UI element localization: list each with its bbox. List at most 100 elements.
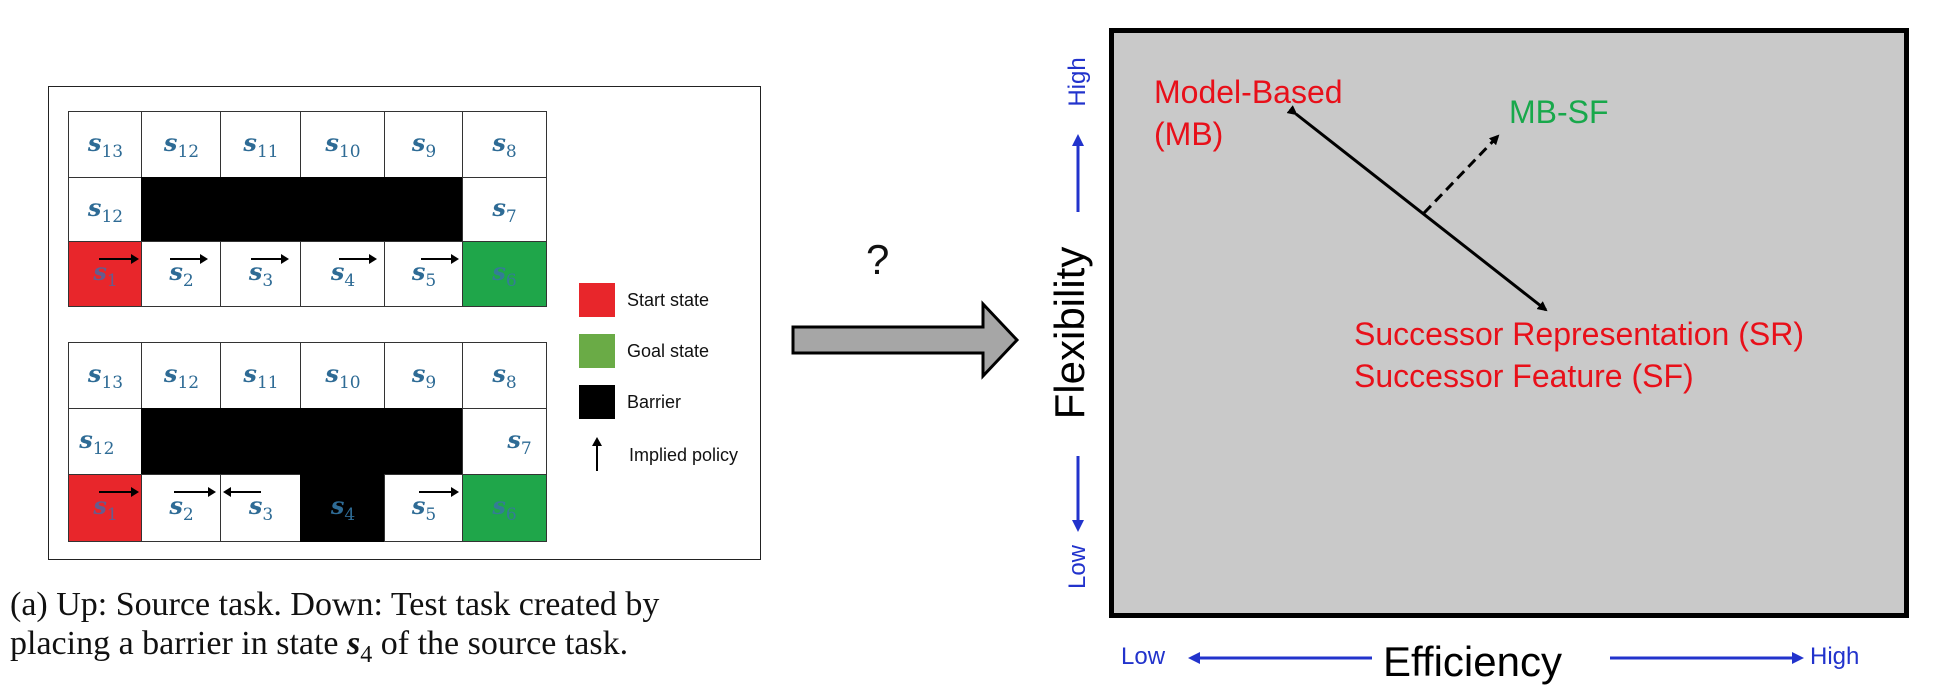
state-label: s6 xyxy=(492,257,517,291)
policy-arrow-right-icon xyxy=(251,254,290,265)
y-axis-title: Flexibility xyxy=(1046,246,1093,420)
grid-cell: s13 xyxy=(68,111,143,179)
state-label: s13 xyxy=(87,359,124,393)
state-label: s2 xyxy=(169,491,194,525)
legend-start: Start state xyxy=(579,283,709,317)
state-label: s9 xyxy=(411,128,437,162)
legend-label: Goal state xyxy=(627,340,710,361)
state-label: s4 xyxy=(330,491,356,525)
state-label: s12 xyxy=(163,359,200,393)
y-axis-low: Low xyxy=(1064,544,1091,590)
caption-line2: placing a barrier in state s4 of the sou… xyxy=(10,624,810,675)
model-based-label: Model-Based (MB) xyxy=(1154,71,1343,155)
successor-labels: Successor Representation (SR) Successor … xyxy=(1354,313,1804,397)
mbsf-dashed-arrow xyxy=(1422,134,1500,215)
legend-label: Start state xyxy=(627,289,710,310)
policy-arrow-right-icon xyxy=(421,254,460,265)
state-label: s1 xyxy=(93,491,118,525)
goal-swatch xyxy=(579,334,615,368)
state-label: s9 xyxy=(411,359,437,393)
state-label: s4 xyxy=(330,257,356,291)
barrier-cell xyxy=(141,408,222,476)
legend-label: Barrier xyxy=(627,391,682,412)
policy-arrow-right-icon xyxy=(99,254,140,265)
x-left-arrow-icon xyxy=(1188,652,1372,664)
x-right-arrow-icon xyxy=(1610,652,1804,664)
barrier-cell: s4 xyxy=(300,474,386,542)
sr-label: Successor Representation (SR) xyxy=(1354,316,1804,352)
mb-line1: Model-Based xyxy=(1154,74,1343,110)
legend-goal: Goal state xyxy=(579,334,709,368)
grid-cell: s13 xyxy=(68,342,143,410)
grid-cell: s5 xyxy=(384,241,464,307)
efficiency-flexibility-panel: Model-Based (MB) MB-SF Successor Represe… xyxy=(1109,28,1909,618)
start-cell: s1 xyxy=(68,474,143,542)
mbsf-label: MB-SF xyxy=(1509,94,1609,130)
policy-arrow-right-icon xyxy=(419,487,460,498)
barrier-cell xyxy=(220,177,302,243)
grid-cell: s12 xyxy=(68,177,143,243)
up-arrow-icon xyxy=(592,437,602,471)
state-label: s2 xyxy=(169,257,194,291)
barrier-cell xyxy=(384,408,464,476)
grid-cell: s7 xyxy=(462,177,547,243)
grid-cell: s10 xyxy=(300,111,386,179)
state-label: s11 xyxy=(243,359,279,393)
caption-symbol: s xyxy=(347,625,361,662)
policy-arrow-right-icon xyxy=(99,487,140,498)
state-label: s11 xyxy=(243,128,279,162)
policy-arrow-left-icon xyxy=(223,487,262,498)
x-axis-title: Efficiency xyxy=(1383,638,1562,685)
state-label: s12 xyxy=(87,193,124,227)
grid-cell: s12 xyxy=(141,111,222,179)
state-label: s8 xyxy=(492,359,517,393)
caption-line1: (a) Up: Source task. Down: Test task cre… xyxy=(10,586,660,623)
state-label: s6 xyxy=(492,491,517,525)
caption-text: of the source task. xyxy=(372,625,629,662)
state-label: s10 xyxy=(325,128,361,162)
state-label: s13 xyxy=(87,128,124,162)
grid-cell: s12 xyxy=(141,342,222,410)
question-mark: ? xyxy=(866,236,890,283)
quadrant-arrows xyxy=(1286,105,1548,312)
barrier-cell xyxy=(300,177,386,243)
start-cell: s1 xyxy=(68,241,143,307)
transition-arrow-icon xyxy=(791,300,1020,380)
policy-arrow-right-icon xyxy=(339,254,378,265)
grid-cell: s11 xyxy=(220,111,302,179)
mb-line2: (MB) xyxy=(1154,116,1224,152)
x-axis-low: Low xyxy=(1121,643,1166,670)
grid-cell: s3 xyxy=(220,241,302,307)
legend-label: Implied policy xyxy=(629,444,739,465)
source-task-grid: s13 s12 s11 s10 s9 s8 s12 s7 s1 s2 s3 s4… xyxy=(68,111,547,307)
barrier-swatch xyxy=(579,385,615,419)
caption-text: placing a barrier in state xyxy=(10,625,348,662)
state-label: s3 xyxy=(248,491,274,525)
grid-cell: s9 xyxy=(384,342,464,410)
grid-cell: s10 xyxy=(300,342,386,410)
legend-policy: Implied policy xyxy=(579,437,738,473)
state-label: s12 xyxy=(79,425,115,459)
x-axis-high: High xyxy=(1810,643,1860,670)
y-axis-high: High xyxy=(1064,57,1091,107)
grid-cell: s12 xyxy=(68,408,143,476)
state-label: s7 xyxy=(507,425,532,459)
start-swatch xyxy=(579,283,615,317)
policy-arrow-right-icon xyxy=(174,487,217,498)
grid-cell: s8 xyxy=(462,111,547,179)
grid-cell: s4 xyxy=(300,241,386,307)
grid-cell: s5 xyxy=(384,474,464,542)
barrier-cell xyxy=(141,177,222,243)
grid-cell: s8 xyxy=(462,342,547,410)
state-label: s5 xyxy=(411,257,437,291)
grid-cell: s11 xyxy=(220,342,302,410)
state-label: s1 xyxy=(93,257,118,291)
y-up-arrow-icon xyxy=(1072,134,1084,212)
state-label: s10 xyxy=(325,359,361,393)
state-label: s8 xyxy=(492,128,517,162)
figure-caption: (a) Up: Source task. Down: Test task cre… xyxy=(10,585,810,675)
test-task-grid: s13 s12 s11 s10 s9 s8 s12 s7 s1 s2 s3 s4… xyxy=(68,342,547,542)
state-label: s3 xyxy=(248,257,274,291)
goal-cell: s6 xyxy=(462,474,547,542)
gridworld-figure: s13 s12 s11 s10 s9 s8 s12 s7 s1 s2 s3 s4… xyxy=(48,86,761,560)
